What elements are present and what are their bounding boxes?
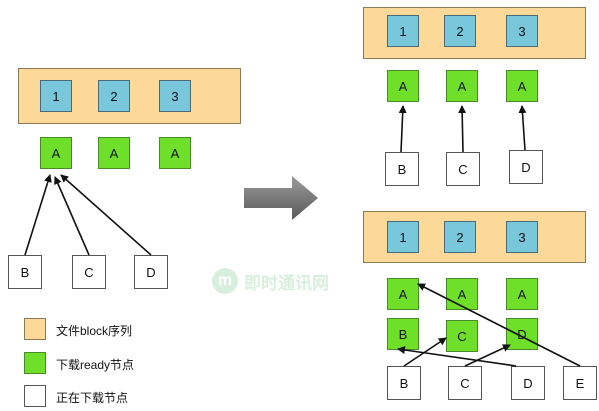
right-bottom-ready-node-c: C — [446, 320, 478, 352]
arrow-right-bottom-e-to-a — [417, 283, 581, 367]
right-top-downloading-node-d: D — [509, 150, 543, 184]
arrow-left-c-to-a — [54, 176, 90, 256]
arrow-right-top-b-to-a — [398, 105, 407, 153]
transition-arrow-icon — [244, 176, 318, 220]
left-block-3: 3 — [159, 80, 191, 112]
right-top-block-1: 1 — [387, 15, 419, 47]
legend-label-block-sequence: 文件block序列 — [56, 324, 133, 338]
left-downloading-node-b: B — [8, 255, 42, 289]
watermark-logo-icon: m — [212, 268, 238, 294]
arrow-left-b-to-a — [24, 174, 52, 256]
left-downloading-node-d: D — [134, 255, 168, 289]
watermark-text: 即时通讯网 — [244, 273, 329, 293]
left-ready-node-2: A — [98, 137, 130, 169]
arrow-right-top-c-to-a — [458, 105, 467, 153]
right-bottom-block-2: 2 — [444, 221, 476, 253]
right-top-block-2: 2 — [444, 15, 476, 47]
left-downloading-node-c: C — [72, 255, 106, 289]
right-bottom-ready-node-a1: A — [387, 278, 419, 310]
right-bottom-ready-node-b: B — [387, 318, 419, 350]
legend-swatch-block-sequence — [24, 318, 46, 340]
right-bottom-ready-node-a3: A — [506, 278, 538, 310]
legend-label-downloading-node: 正在下载节点 — [56, 391, 129, 405]
left-ready-node-3: A — [159, 137, 191, 169]
watermark: m 即时通讯网 — [212, 268, 329, 294]
right-top-ready-node-1: A — [387, 70, 419, 102]
right-bottom-downloading-node-d: D — [511, 366, 545, 400]
right-bottom-downloading-node-e: E — [563, 366, 597, 400]
right-top-ready-node-3: A — [506, 70, 538, 102]
left-ready-node-1: A — [40, 137, 72, 169]
right-bottom-downloading-node-c: C — [448, 366, 482, 400]
right-bottom-ready-node-a2: A — [446, 278, 478, 310]
left-block-1: 1 — [40, 80, 72, 112]
legend-swatch-ready-node — [24, 352, 46, 374]
left-block-2: 2 — [98, 80, 130, 112]
right-bottom-ready-node-d: D — [506, 318, 538, 350]
arrow-left-d-to-a — [60, 174, 152, 256]
right-top-downloading-node-b: B — [385, 152, 419, 186]
legend-label-ready-node: 下载ready节点 — [56, 358, 135, 372]
right-bottom-block-3: 3 — [506, 221, 538, 253]
arrow-right-top-d-to-a — [518, 105, 527, 151]
right-bottom-downloading-node-b: B — [387, 366, 421, 400]
right-bottom-block-1: 1 — [387, 221, 419, 253]
legend-swatch-downloading-node — [24, 385, 46, 407]
right-top-downloading-node-c: C — [446, 152, 480, 186]
right-top-block-3: 3 — [506, 15, 538, 47]
right-top-ready-node-2: A — [446, 70, 478, 102]
